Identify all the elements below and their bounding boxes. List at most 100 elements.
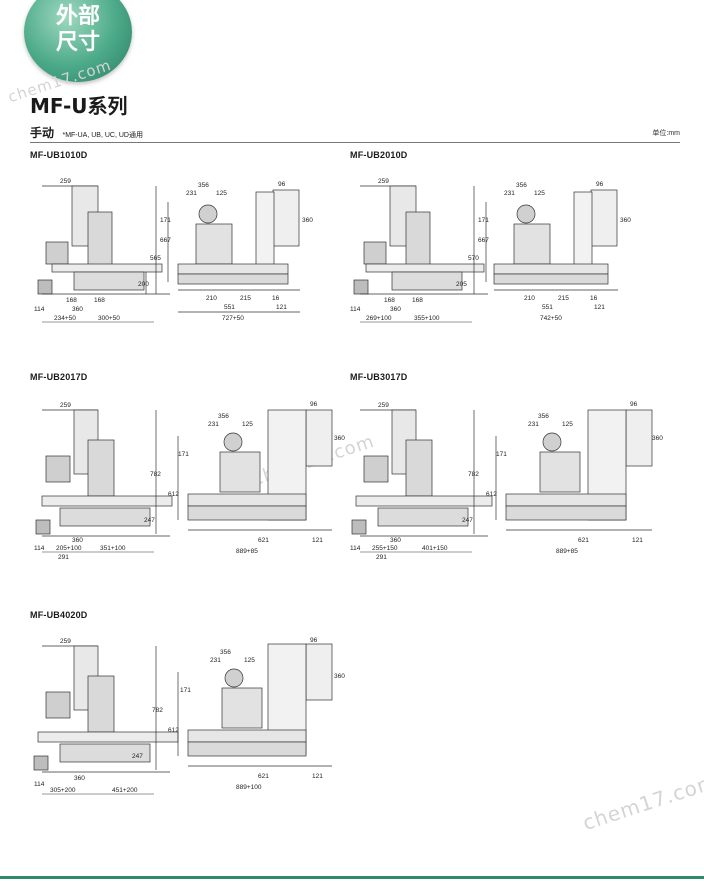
model-label-5: MF-UB4020D	[30, 610, 88, 620]
model-label-1: MF-UB1010D	[30, 150, 88, 160]
side-view	[485, 189, 618, 291]
dim-side-top3: 125	[216, 190, 227, 197]
drawing-mf-ub3017d: 259 782 247 360 114 255+150 401+150 291 …	[350, 401, 663, 561]
dim-bottom: 291	[58, 554, 69, 561]
dim-side-b4: 621	[258, 773, 269, 780]
dim-base: 200	[138, 281, 149, 288]
series-title: MF-U系列	[30, 94, 128, 118]
badge-line-1: 外部	[55, 4, 100, 29]
dim-side-top2: 231	[186, 190, 197, 197]
dim-side-b4: 551	[542, 304, 553, 311]
dim-side-b1: 210	[524, 295, 535, 302]
side-view	[495, 409, 653, 531]
dim-side-body: 612	[486, 491, 497, 498]
dim-side-top1: 356	[220, 649, 231, 656]
dim-base: 205	[456, 281, 467, 288]
dim-side-b3: 16	[272, 295, 280, 302]
dim-side-top1: 356	[218, 413, 229, 420]
dim-side-b5: 121	[594, 304, 605, 311]
badge-line-2: 尺寸	[55, 30, 100, 55]
dim-left: 205+100	[56, 545, 82, 552]
badge-text: 外部 尺寸	[24, 4, 132, 56]
dim-depth: 360	[390, 306, 401, 313]
dim-stage-b: 168	[94, 297, 105, 304]
watermark-2: chem17.com	[579, 768, 704, 836]
dim-depth: 360	[72, 306, 83, 313]
dim-side-total: 889+85	[556, 548, 578, 555]
dim-side-head: 171	[496, 451, 507, 458]
dim-side-total: 742+50	[540, 315, 562, 322]
dim-side-head: 171	[178, 451, 189, 458]
dim-side-box: 96	[310, 401, 318, 408]
dim-side-body: 612	[168, 491, 179, 498]
dim-side: 114	[34, 781, 45, 788]
dim-side: 114	[34, 545, 45, 552]
dim-right: 300+50	[98, 315, 120, 322]
dim-side-top2: 231	[210, 657, 221, 664]
side-view	[177, 643, 333, 767]
bottom-rule	[0, 876, 704, 879]
side-view	[167, 189, 300, 313]
dim-depth: 360	[72, 537, 83, 544]
dim-right: 401+150	[422, 545, 448, 552]
dim-side-box: 96	[596, 181, 604, 188]
dim-side-b2: 215	[558, 295, 569, 302]
dim-side: 114	[34, 306, 45, 313]
dim-side-body: 570	[468, 255, 479, 262]
dim-side-box-h: 360	[652, 435, 663, 442]
model-label-2: MF-UB2010D	[350, 150, 408, 160]
dim-stage-b: 168	[412, 297, 423, 304]
drawing-mf-ub1010d: 259 667 200 168 168 360 114 234+50 300+5…	[34, 178, 313, 323]
dim-side-top1: 356	[198, 182, 209, 189]
subtitle-note: *MF-UA, UB, UC, UD通用	[62, 132, 143, 139]
dim-right: 355+100	[414, 315, 440, 322]
dim-side-box-h: 360	[334, 673, 345, 680]
dim-side-top1: 356	[516, 182, 527, 189]
model-label-3: MF-UB2017D	[30, 372, 88, 382]
dim-side-b4: 621	[578, 537, 589, 544]
front-view	[33, 645, 179, 773]
dim-width-top: 259	[60, 178, 71, 185]
front-view	[35, 409, 173, 537]
drawing-mf-ub2017d: 259 782 247 360 114 205+100 351+100 291 …	[34, 401, 345, 561]
front-view	[353, 185, 488, 295]
dim-bottom: 291	[376, 554, 387, 561]
dim-side-total: 889+100	[236, 784, 262, 791]
dim-base: 247	[462, 517, 473, 524]
dim-width-top: 259	[60, 638, 71, 645]
dim-left: 305+200	[50, 787, 76, 794]
dim-side-total: 727+50	[222, 315, 244, 322]
dim-side: 114	[350, 306, 361, 313]
dim-side-box: 96	[310, 637, 318, 644]
dim-right: 451+200	[112, 787, 138, 794]
subtitle-main: 手动	[30, 126, 55, 140]
dim-height: 667	[160, 237, 171, 244]
dim-side-body: 612	[168, 727, 179, 734]
dim-base: 247	[144, 517, 155, 524]
dim-side-b4: 551	[224, 304, 235, 311]
dim-side-b1: 210	[206, 295, 217, 302]
dim-side-box-h: 360	[302, 217, 313, 224]
dim-side-total: 889+85	[236, 548, 258, 555]
dim-side-b5: 121	[632, 537, 643, 544]
dim-side-top3: 125	[534, 190, 545, 197]
drawing-mf-ub2010d: 259 667 205 168 168 360 114 269+100 355+…	[350, 178, 631, 323]
dim-side-box-h: 360	[620, 217, 631, 224]
dim-side-b4: 621	[258, 537, 269, 544]
dim-stage-a: 168	[384, 297, 395, 304]
dim-right: 351+100	[100, 545, 126, 552]
dim-side-b5: 121	[276, 304, 287, 311]
dim-base: 247	[132, 753, 143, 760]
dim-stage-a: 168	[66, 297, 77, 304]
dim-left: 269+100	[366, 315, 392, 322]
dim-side-body: 565	[150, 255, 161, 262]
dim-side-b3: 16	[590, 295, 598, 302]
dim-side-top1: 356	[538, 413, 549, 420]
dim-height: 782	[468, 471, 479, 478]
dim-side-b5: 121	[312, 773, 323, 780]
side-view	[177, 409, 333, 531]
subtitle-row: 手动 *MF-UA, UB, UC, UD通用 单位:mm	[30, 124, 680, 143]
dim-width-top: 259	[378, 178, 389, 185]
dim-left: 255+150	[372, 545, 398, 552]
dim-height: 782	[150, 471, 161, 478]
